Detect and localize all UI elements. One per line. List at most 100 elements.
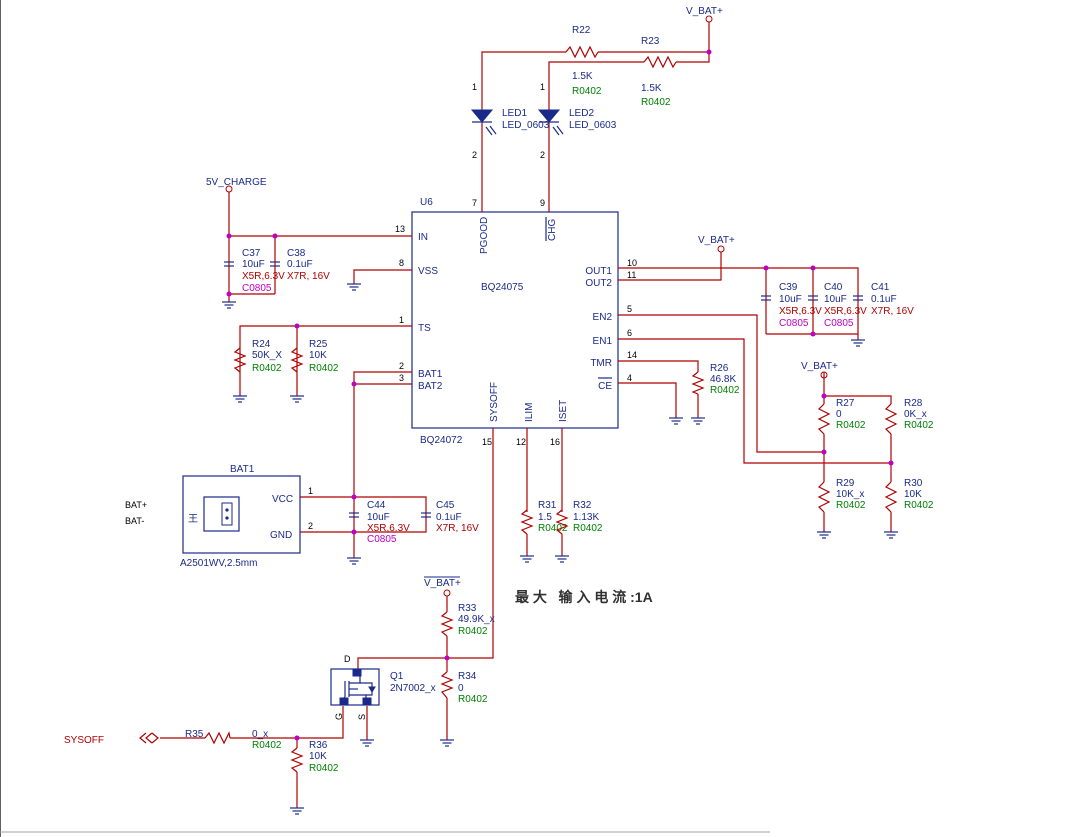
r36-ref: R36	[309, 740, 328, 751]
ground-icon	[232, 395, 248, 403]
c40-spec: X5R,6.3V	[824, 306, 867, 317]
bat1-part: A2501WV,2.5mm	[180, 558, 257, 569]
resistor-r32[interactable]: R32 1.13K R0402	[555, 500, 603, 535]
power-label-vbat-out: V_BAT+	[698, 235, 735, 246]
pin-out1-label: OUT1	[585, 266, 612, 277]
resistor-r34[interactable]: R34 0 R0402	[440, 671, 488, 705]
r32-ref: R32	[573, 500, 592, 511]
capacitor-c39[interactable]: C39 10uF X5R,6.3V C0805	[761, 282, 822, 329]
r25-ref: R25	[309, 339, 328, 350]
r36-pkg: R0402	[309, 763, 339, 774]
c41-value: 0.1uF	[871, 294, 897, 305]
r35-pkg: R0402	[252, 740, 282, 751]
power-vbat-out[interactable]: V_BAT+	[698, 235, 735, 253]
resistor-r22[interactable]: R22 1.5K R0402	[565, 25, 602, 97]
mosfet-q1[interactable]: D G S Q1 2N7002_x	[330, 654, 436, 720]
capacitor-c37[interactable]: C37 10uF X5R,6.3V C0805	[224, 248, 285, 294]
ground-icon	[554, 555, 570, 563]
ground-icon	[221, 301, 237, 309]
resistor-r26[interactable]: R26 46.8K R0402	[691, 363, 740, 396]
led-led1[interactable]: 1 2 LED1 LED_0603	[470, 82, 550, 160]
bat1-vcc-label: VCC	[272, 494, 293, 505]
pin-out2-label: OUT2	[585, 278, 612, 289]
pin-num-11: 11	[627, 270, 636, 280]
ground-icon	[668, 417, 684, 425]
power-vbat-en[interactable]: V_BAT+	[801, 361, 838, 379]
pin-num-10: 10	[627, 258, 637, 268]
c39-ref: C39	[779, 282, 798, 293]
c44-spec: X5R,6.3V	[367, 523, 410, 534]
pin-in-label: IN	[418, 232, 428, 243]
pin-num-3: 3	[399, 373, 404, 383]
r28-value: 0K_x	[904, 409, 927, 420]
capacitor-c38[interactable]: C38 0.1uF X7R, 16V	[270, 248, 330, 282]
c40-ref: C40	[824, 282, 843, 293]
c38-ref: C38	[287, 248, 306, 259]
pin-iset-label: ISET	[558, 400, 569, 422]
r22-pkg: R0402	[572, 86, 602, 97]
r25-value: 10K	[309, 350, 327, 361]
pin-num-7: 7	[472, 198, 477, 208]
capacitor-c44[interactable]: C44 10uF X5R,6.3V C0805	[349, 500, 410, 545]
capacitor-c40[interactable]: C40 10uF X5R,6.3V C0805	[808, 282, 867, 329]
c38-value: 0.1uF	[287, 259, 313, 270]
resistor-r27[interactable]: R27 0 R0402	[817, 398, 866, 435]
r29-pkg: R0402	[836, 500, 866, 511]
r24-pkg: R0402	[252, 363, 282, 374]
c39-value: 10uF	[779, 294, 802, 305]
q1-drain-label: D	[344, 654, 351, 664]
resistor-r35[interactable]: R35 0_x R0402	[185, 729, 282, 751]
battery-plug-icon	[203, 496, 240, 532]
c44-value: 10uF	[367, 512, 390, 523]
resistor-r29[interactable]: R29 10K_x R0402	[817, 478, 866, 513]
resistor-r33[interactable]: R33 49.9K_x R0402	[440, 603, 495, 637]
power-vbat-top[interactable]: V_BAT+	[686, 6, 723, 23]
c40-pkg: C0805	[824, 318, 854, 329]
net-bat-neg: BAT-	[125, 516, 144, 526]
resistor-r30[interactable]: R30 10K R0402	[884, 478, 934, 513]
resistor-r24[interactable]: R24 50K_X R0402	[233, 339, 282, 374]
r30-pkg: R0402	[904, 500, 934, 511]
ground-icon	[816, 531, 832, 539]
c37-spec: X5R,6.3V	[242, 271, 285, 282]
led-led2[interactable]: 1 2 LED2 LED_0603	[537, 82, 617, 160]
ground-icon	[359, 739, 375, 747]
resistor-r31[interactable]: R31 1.5 R0402	[520, 500, 568, 535]
pin-num-8: 8	[399, 258, 404, 268]
power-vbat-sysoff[interactable]: V_BAT+	[424, 576, 461, 597]
r27-ref: R27	[836, 398, 855, 409]
capacitor-c45[interactable]: C45 0.1uF X7R, 16V	[421, 500, 479, 534]
led2-pin2: 2	[540, 150, 545, 160]
c39-spec: X5R,6.3V	[779, 306, 822, 317]
pin-numbers: 13 8 1 2 3 10 11 5 6 14 4 7 9 15 12 16	[395, 198, 637, 447]
pin-chg-label: CHG	[547, 219, 558, 241]
r34-pkg: R0402	[458, 694, 488, 705]
bat1-pin2: 2	[308, 521, 313, 531]
c37-pkg: C0805	[242, 283, 272, 294]
r23-ref: R23	[641, 36, 660, 47]
battery-connector-bat1[interactable]: BAT1 A2501WV,2.5mm VCC GND 1 2 王	[180, 464, 313, 569]
power-label-vbat-en: V_BAT+	[801, 361, 838, 372]
r22-ref: R22	[572, 25, 591, 36]
power-label-5v-charge: 5V_CHARGE	[206, 177, 267, 188]
ic-u6[interactable]: U6 BQ24075 BQ24072 IN VSS TS BAT1 BAT2 O…	[411, 197, 619, 446]
q1-value: 2N7002_x	[390, 683, 436, 694]
resistor-r28[interactable]: R28 0K_x R0402	[884, 398, 934, 435]
resistor-r25[interactable]: R25 10K R0402	[290, 339, 339, 374]
pin-ts-label: TS	[418, 323, 431, 334]
bat1-gnd-label: GND	[270, 530, 292, 541]
net-port-sysoff[interactable]: SYSOFF	[64, 732, 159, 746]
ground-icon	[289, 807, 305, 815]
r30-ref: R30	[904, 478, 923, 489]
net-bat-pos: BAT+	[125, 500, 147, 510]
r33-ref: R33	[458, 603, 477, 614]
power-5v-charge[interactable]: 5V_CHARGE	[206, 177, 267, 193]
r24-ref: R24	[252, 339, 271, 350]
capacitor-c41[interactable]: C41 0.1uF X7R, 16V	[853, 282, 914, 317]
pin-ce-label: CE	[598, 381, 612, 392]
c44-ref: C44	[367, 500, 386, 511]
resistor-r23[interactable]: R23 1.5K R0402	[641, 36, 677, 108]
r33-value: 49.9K_x	[458, 614, 495, 625]
resistor-r36[interactable]: R36 10K R0402	[290, 740, 339, 774]
c44-pkg: C0805	[367, 534, 397, 545]
